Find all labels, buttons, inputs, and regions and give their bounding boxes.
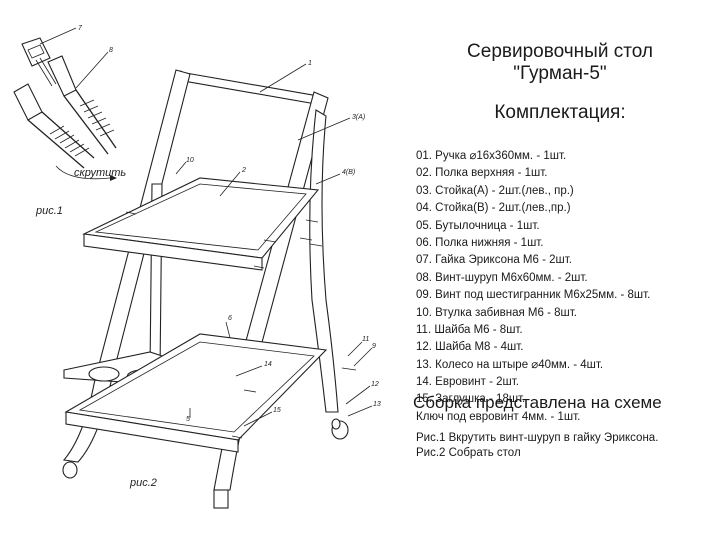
fig1-hardware: скрутить рис.1 xyxy=(13,37,126,217)
parts-list-item: 11. Шайба М6 - 8шт. xyxy=(416,323,523,336)
parts-list-item: Ключ под евровинт 4мм. - 1шт. xyxy=(416,410,581,423)
parts-list-item: 02. Полка верхняя - 1шт. xyxy=(416,167,548,180)
parts-list: 01. Ручка ⌀16х360мм. - 1шт. 02. Полка ве… xyxy=(416,148,650,426)
parts-list-item: 04. Стойка(В) - 2шт.(лев.,пр.) xyxy=(416,202,571,215)
parts-list-item: 14. Евровинт - 2шт. xyxy=(416,376,519,389)
callout-8: 8 xyxy=(109,47,113,54)
callout-10: 10 xyxy=(186,157,194,164)
callout-15: 15 xyxy=(273,407,281,414)
product-model: "Гурман-5" xyxy=(513,63,607,84)
parts-list-item: 08. Винт-шуруп М6х60мм. - 2шт. xyxy=(416,271,588,284)
fig2-label: рис.2 xyxy=(129,477,157,489)
parts-list-item: 01. Ручка ⌀16х360мм. - 1шт. xyxy=(416,150,567,162)
callout-4: 4(В) xyxy=(342,169,355,176)
callout-2: 2 xyxy=(241,167,246,174)
note-fig2: Рис.2 Собрать стол xyxy=(416,447,521,459)
callout-9: 9 xyxy=(372,343,376,350)
note-fig1: Рис.1 Вкрутить винт-шуруп в гайку Эриксо… xyxy=(416,432,659,444)
product-title: Сервировочный стол xyxy=(467,41,653,62)
parts-list-item: 05. Бутылочница - 1шт. xyxy=(416,219,540,232)
fig1-label: рис.1 xyxy=(35,205,63,217)
callout-5: 5 xyxy=(186,416,190,423)
callout-13: 13 xyxy=(373,401,381,408)
callout-14: 14 xyxy=(264,361,272,368)
assembly-drawing: скрутить рис.1 xyxy=(13,25,381,509)
parts-list-item: 12. Шайба М8 - 4шт. xyxy=(416,341,524,354)
parts-list-item: 07. Гайка Эриксона М6 - 2шт. xyxy=(416,254,572,267)
callout-3: 3(А) xyxy=(352,114,365,121)
parts-list-item: 03. Стойка(А) - 2шт.(лев., пр.) xyxy=(416,184,574,197)
parts-list-item: 10. Втулка забивная М6 - 8шт. xyxy=(416,306,577,319)
assembly-heading: Сборка представлена на схеме xyxy=(413,393,662,412)
screw-in-label: скрутить xyxy=(74,167,126,179)
parts-list-item: 06. Полка нижняя - 1шт. xyxy=(416,236,544,249)
parts-list-item: 13. Колесо на штыре ⌀40мм. - 4шт. xyxy=(416,358,604,371)
callout-12: 12 xyxy=(371,381,379,388)
kit-heading: Комплектация: xyxy=(494,102,626,123)
callout-7: 7 xyxy=(78,25,83,32)
callout-1: 1 xyxy=(308,60,312,67)
callout-6: 6 xyxy=(228,315,232,322)
parts-list-item: 09. Винт под шестигранник М6х25мм. - 8шт… xyxy=(416,289,651,302)
callout-11: 11 xyxy=(362,336,369,343)
parts-list-item: 15. Заглушка - 18шт. xyxy=(416,393,526,406)
assembly-notes: Рис.1 Вкрутить винт-шуруп в гайку Эриксо… xyxy=(416,431,658,461)
fig2-trolley: 7 8 1 3(А) 4(В) 2 10 5 6 14 11 9 12 13 1… xyxy=(39,25,381,509)
